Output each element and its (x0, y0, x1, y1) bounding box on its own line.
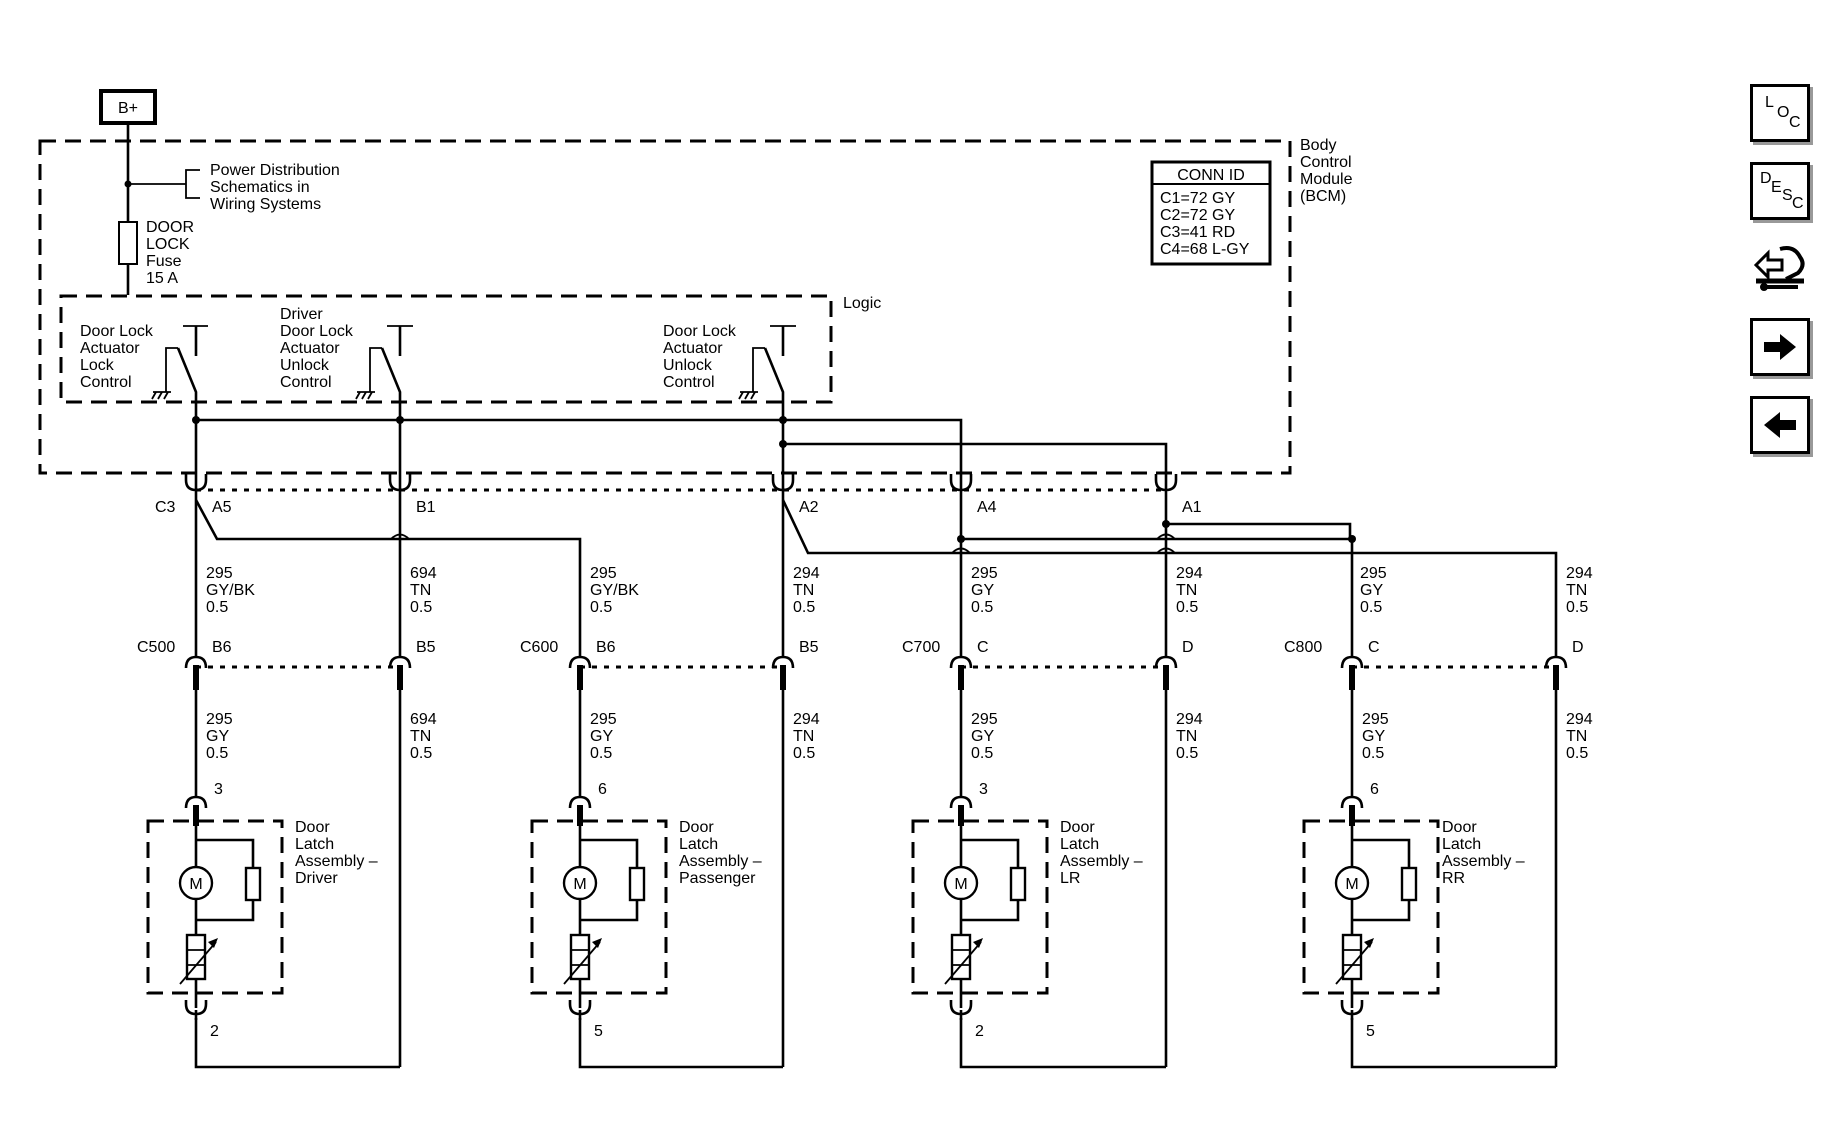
door-lock-fuse (118, 221, 138, 265)
conn-id-row: C1=72 GY (1160, 190, 1235, 207)
bcm-label: Body Control Module (BCM) (1300, 137, 1357, 205)
pin-label: A1 (1182, 499, 1202, 516)
connector-id: C500 (137, 639, 175, 656)
nav-sidebar: L O C D E S C (1750, 84, 1814, 474)
power-dist-note: Power Distribution Schematics in Wiring … (210, 162, 344, 213)
door-latch-rr: M 6 5 Door Latch Assembly – RR (1302, 781, 1529, 1040)
pin-label: D (1572, 639, 1584, 656)
switch-driver-unlock-control: Driver Door Lock Actuator Unlock Control (280, 306, 413, 420)
pin-label: 3 (214, 781, 223, 798)
pin-label: B6 (212, 639, 232, 656)
connector-view-icon (1753, 246, 1805, 291)
bcm-outline (38, 139, 1292, 475)
latch-label: Door Latch Assembly – RR (1442, 819, 1529, 887)
connector-c3 (184, 472, 1178, 500)
loc-icon: L O C (1765, 94, 1801, 131)
pin-label: B6 (596, 639, 616, 656)
door-latch-lr: M 3 2 Door Latch Assembly – LR (911, 781, 1147, 1040)
logic-block (59, 294, 833, 404)
next-button[interactable] (1750, 318, 1810, 376)
door-latch-driver: M 3 2 Door Latch Assembly – Driver (146, 781, 382, 1040)
previous-button[interactable] (1750, 396, 1810, 454)
pin-label: 5 (594, 1023, 603, 1040)
motor-label: M (954, 876, 967, 893)
connector-id: C700 (902, 639, 940, 656)
connector-view-button[interactable] (1750, 240, 1810, 298)
pin-label: 3 (979, 781, 988, 798)
switch-label: Door Lock Actuator Unlock Control (663, 323, 740, 391)
motor-label: M (189, 876, 202, 893)
connector-id: C600 (520, 639, 558, 656)
conn-id-row: C3=41 RD (1160, 224, 1235, 241)
conn-id-row: C2=72 GY (1160, 207, 1235, 224)
loc-button[interactable]: L O C (1750, 84, 1810, 142)
pin-label: C (977, 639, 989, 656)
switch-label: Driver Door Lock Actuator Unlock Control (280, 306, 357, 391)
arrow-left-icon (1764, 412, 1796, 438)
switch-label: Door Lock Actuator Lock Control (80, 323, 157, 391)
connector-id: C800 (1284, 639, 1322, 656)
desc-icon: D E S C (1760, 170, 1804, 212)
pin-label: C (1368, 639, 1380, 656)
pin-label: B1 (416, 499, 436, 516)
connector-id: C3 (155, 499, 176, 516)
pin-label: A5 (212, 499, 232, 516)
conn-id-row: C4=68 L-GY (1160, 241, 1250, 258)
pin-label: A2 (799, 499, 819, 516)
pin-label: B5 (416, 639, 436, 656)
pin-label: 6 (1370, 781, 1379, 798)
inline-connectors (184, 655, 1568, 690)
pin-label: 5 (1366, 1023, 1375, 1040)
conn-id-table: CONN ID C1=72 GY C2=72 GY C3=41 RD C4=68… (1150, 160, 1272, 266)
switch-lock-control: Door Lock Actuator Lock Control (80, 323, 208, 420)
pin-label: 6 (598, 781, 607, 798)
logic-label: Logic (843, 295, 881, 312)
pin-label: D (1182, 639, 1194, 656)
desc-button[interactable]: D E S C (1750, 162, 1810, 220)
harness-wires (194, 499, 1558, 657)
fuse-label: DOOR LOCK Fuse 15 A (146, 219, 198, 287)
arrow-right-icon (1764, 334, 1796, 360)
motor-label: M (1345, 876, 1358, 893)
latch-label: Door Latch Assembly – Passenger (679, 819, 766, 887)
motor-label: M (573, 876, 586, 893)
conn-id-title: CONN ID (1177, 167, 1245, 184)
latch-label: Door Latch Assembly – Driver (295, 819, 382, 887)
pin-label: 2 (975, 1023, 984, 1040)
pin-label: A4 (977, 499, 997, 516)
switch-unlock-control: Door Lock Actuator Unlock Control (663, 323, 796, 420)
latch-label: Door Latch Assembly – LR (1060, 819, 1147, 887)
lower-wires (194, 690, 1558, 1069)
pin-label: 2 (210, 1023, 219, 1040)
door-latch-passenger: M 6 5 Door Latch Assembly – Passenger (530, 781, 766, 1040)
b-plus-label: B+ (118, 100, 138, 117)
pin-label: B5 (799, 639, 819, 656)
